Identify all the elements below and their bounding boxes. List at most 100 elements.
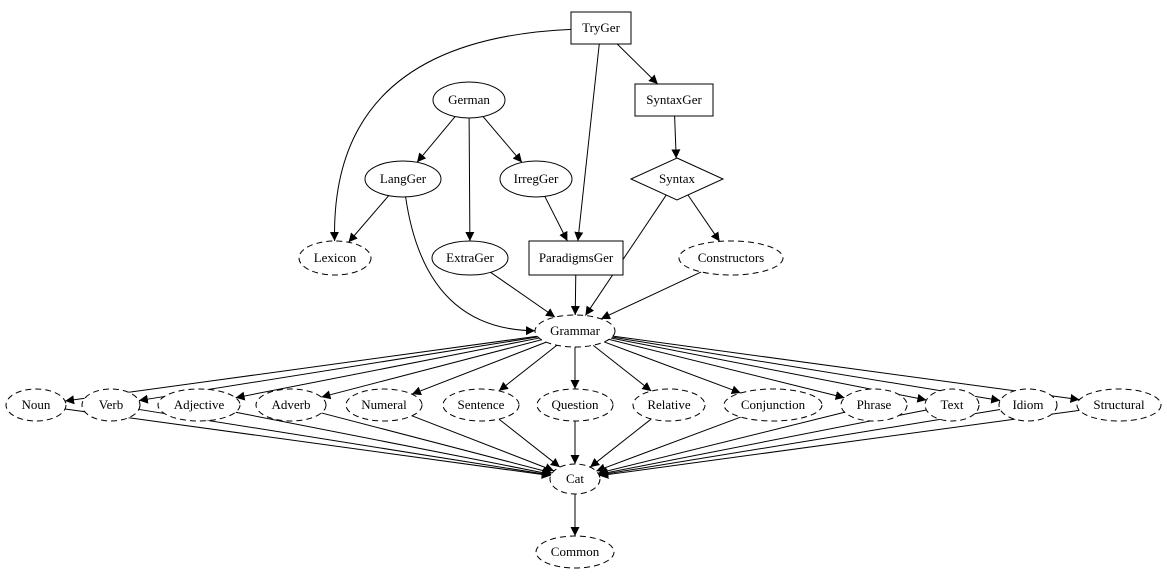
node-Idiom: Idiom bbox=[998, 388, 1058, 422]
node-Cat: Cat bbox=[549, 463, 601, 495]
edge-TryGer-ParadigmsGer bbox=[574, 43, 600, 242]
edge-Grammar-Sentence bbox=[498, 344, 558, 392]
edge-Grammar-Adjective bbox=[235, 337, 540, 401]
edge-ParadigmsGer-Grammar bbox=[570, 274, 580, 316]
edge-Relative-Cat bbox=[589, 418, 652, 468]
node-label: Structural bbox=[1093, 397, 1145, 412]
node-Conjunction: Conjunction bbox=[723, 388, 823, 422]
node-ParadigmsGer: ParadigmsGer bbox=[528, 240, 624, 276]
node-IrregGer: IrregGer bbox=[499, 160, 573, 198]
node-Relative: Relative bbox=[632, 388, 706, 422]
edge-Grammar-Conjunction bbox=[604, 341, 741, 395]
ellipse-shape bbox=[632, 388, 706, 422]
edge-German-IrregGer bbox=[482, 116, 523, 163]
node-label: Syntax bbox=[659, 171, 696, 186]
ellipse-shape bbox=[535, 535, 615, 569]
diamond-shape bbox=[629, 157, 725, 201]
node-Sentence: Sentence bbox=[442, 388, 520, 422]
ellipse-shape bbox=[536, 388, 614, 422]
node-German: German bbox=[432, 81, 506, 119]
node-label: Relative bbox=[647, 397, 691, 412]
box-shape bbox=[570, 11, 632, 45]
box-shape bbox=[528, 240, 624, 276]
edge-Noun-Cat bbox=[64, 408, 551, 479]
ellipse-shape bbox=[255, 388, 327, 422]
node-ExtraGer: ExtraGer bbox=[431, 240, 509, 276]
node-Numeral: Numeral bbox=[345, 388, 423, 422]
node-label: TryGer bbox=[582, 20, 620, 35]
edge-Phrase-Cat bbox=[597, 411, 845, 476]
node-SyntaxGer: SyntaxGer bbox=[634, 83, 714, 117]
node-Text: Text bbox=[924, 388, 980, 422]
node-label: Adverb bbox=[272, 397, 311, 412]
ellipse-shape bbox=[678, 240, 784, 276]
ellipse-shape bbox=[1076, 388, 1162, 422]
edge-TryGer-Lexicon bbox=[329, 28, 572, 242]
ellipse-shape bbox=[442, 388, 520, 422]
edge-Grammar-Structural bbox=[612, 335, 1080, 403]
node-label: Phrase bbox=[857, 397, 892, 412]
edge-Grammar-Noun bbox=[64, 335, 538, 405]
node-label: Numeral bbox=[361, 397, 407, 412]
ellipse-shape bbox=[534, 314, 616, 348]
node-label: Verb bbox=[99, 397, 124, 412]
node-label: IrregGer bbox=[514, 171, 559, 186]
node-TryGer: TryGer bbox=[570, 11, 632, 45]
node-Grammar: Grammar bbox=[534, 314, 616, 348]
node-label: Common bbox=[551, 544, 600, 559]
node-label: Cat bbox=[566, 471, 584, 486]
node-label: Sentence bbox=[458, 397, 505, 412]
node-label: Adjective bbox=[174, 397, 225, 412]
edge-TryGer-SyntaxGer bbox=[616, 43, 659, 85]
node-Phrase: Phrase bbox=[840, 388, 908, 422]
node-Common: Common bbox=[535, 535, 615, 569]
edge-Adjective-Cat bbox=[235, 411, 552, 478]
node-label: ParadigmsGer bbox=[539, 250, 614, 265]
edge-Grammar-Relative bbox=[592, 344, 652, 392]
ellipse-shape bbox=[364, 160, 442, 198]
edge-Adverb-Cat bbox=[321, 412, 553, 476]
ellipse-shape bbox=[499, 160, 573, 198]
node-label: ExtraGer bbox=[446, 250, 494, 265]
ellipse-shape bbox=[840, 388, 908, 422]
node-Lexicon: Lexicon bbox=[298, 240, 372, 276]
edge-SyntaxGer-Syntax bbox=[671, 115, 681, 159]
edge-LangGer-Lexicon bbox=[348, 195, 390, 243]
node-label: SyntaxGer bbox=[646, 92, 702, 107]
edge-Grammar-Numeral bbox=[411, 341, 547, 396]
node-Adverb: Adverb bbox=[255, 388, 327, 422]
ellipse-shape bbox=[345, 388, 423, 422]
edge-Structural-Cat bbox=[599, 409, 1080, 479]
box-shape bbox=[634, 83, 714, 117]
edge-Conjunction-Cat bbox=[596, 416, 741, 473]
node-label: Constructors bbox=[698, 250, 764, 265]
node-Syntax: Syntax bbox=[629, 157, 725, 201]
node-label: German bbox=[448, 92, 490, 107]
ellipse-shape bbox=[924, 388, 980, 422]
edge-ExtraGer-Grammar bbox=[490, 271, 556, 318]
edge-Grammar-Phrase bbox=[608, 338, 845, 400]
ellipse-shape bbox=[998, 388, 1058, 422]
node-LangGer: LangGer bbox=[364, 160, 442, 198]
ellipse-shape bbox=[157, 388, 241, 422]
edge-IrregGer-ParadigmsGer bbox=[544, 196, 568, 242]
node-label: Lexicon bbox=[314, 250, 357, 265]
node-Adjective: Adjective bbox=[157, 388, 241, 422]
ellipse-shape bbox=[432, 81, 506, 119]
edge-LangGer-Grammar bbox=[405, 196, 536, 336]
edge-German-LangGer bbox=[416, 116, 456, 163]
node-Structural: Structural bbox=[1076, 388, 1162, 422]
node-label: Grammar bbox=[550, 323, 600, 338]
edge-Sentence-Cat bbox=[498, 418, 561, 468]
edge-Constructors-Grammar bbox=[600, 271, 702, 320]
node-label: Question bbox=[552, 397, 599, 412]
edge-Syntax-Grammar bbox=[584, 194, 667, 316]
node-label: Text bbox=[941, 397, 964, 412]
node-label: Idiom bbox=[1012, 397, 1043, 412]
edge-Grammar-Idiom bbox=[611, 336, 1001, 404]
node-label: LangGer bbox=[380, 171, 427, 186]
node-label: Conjunction bbox=[741, 397, 806, 412]
ellipse-shape bbox=[723, 388, 823, 422]
